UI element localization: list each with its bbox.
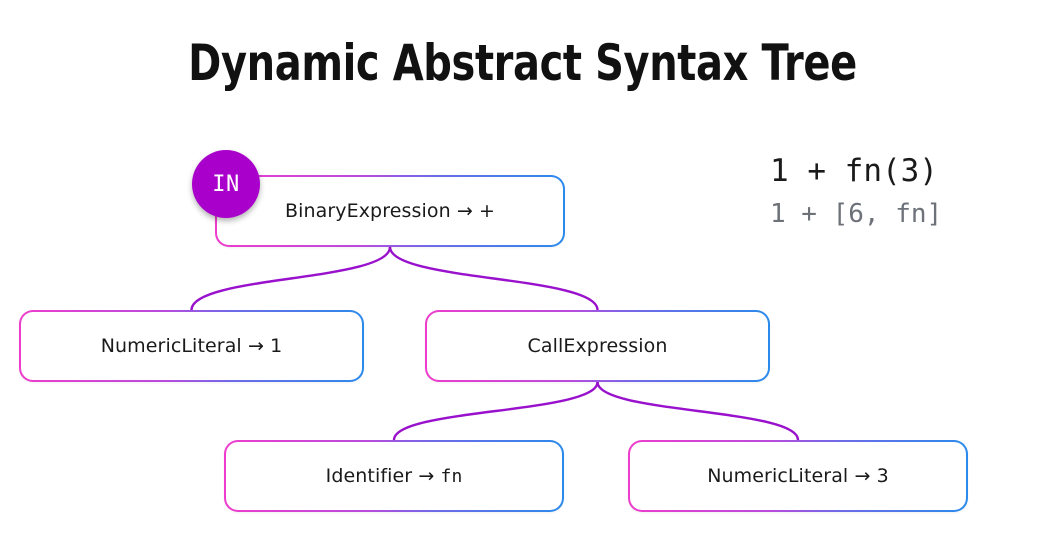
ast-node-binary-expression[interactable]: BinaryExpression → + xyxy=(215,175,565,247)
code-panel: 1 + fn(3) 1 + [6, fn] xyxy=(770,152,1020,232)
page-title: Dynamic Abstract Syntax Tree xyxy=(188,34,857,92)
ast-node-numeric-literal-1[interactable]: NumericLiteral → 1 xyxy=(19,310,364,382)
ast-node-body: NumericLiteral → 3 xyxy=(630,442,966,510)
code-line-primary: 1 + fn(3) xyxy=(770,153,938,189)
edge-binary-to-numeric1 xyxy=(190,245,392,312)
ast-node-body: CallExpression xyxy=(427,312,768,380)
ast-node-value: fn xyxy=(440,466,463,487)
ast-node-numeric-literal-3[interactable]: NumericLiteral → 3 xyxy=(628,440,968,512)
ast-node-body: BinaryExpression → + xyxy=(217,177,563,245)
ast-node-label: NumericLiteral → 3 xyxy=(707,465,889,487)
edge-call-to-numeric3 xyxy=(596,380,800,442)
ast-node-body: NumericLiteral → 1 xyxy=(21,312,362,380)
edge-call-to-identifier xyxy=(392,380,599,442)
ast-node-label: Identifier → fn xyxy=(325,465,463,487)
ast-node-label: BinaryExpression → + xyxy=(284,200,496,222)
ast-node-label: CallExpression xyxy=(527,335,668,357)
ast-node-body: Identifier → fn xyxy=(226,442,562,510)
ast-node-identifier-fn[interactable]: Identifier → fn xyxy=(224,440,564,512)
edge-binary-to-call xyxy=(388,245,599,312)
code-line-secondary: 1 + [6, fn] xyxy=(770,198,943,229)
in-badge-label: IN xyxy=(212,171,240,197)
ast-node-label: NumericLiteral → 1 xyxy=(100,335,283,357)
ast-node-call-expression[interactable]: CallExpression xyxy=(425,310,770,382)
in-badge[interactable]: IN xyxy=(192,150,260,218)
